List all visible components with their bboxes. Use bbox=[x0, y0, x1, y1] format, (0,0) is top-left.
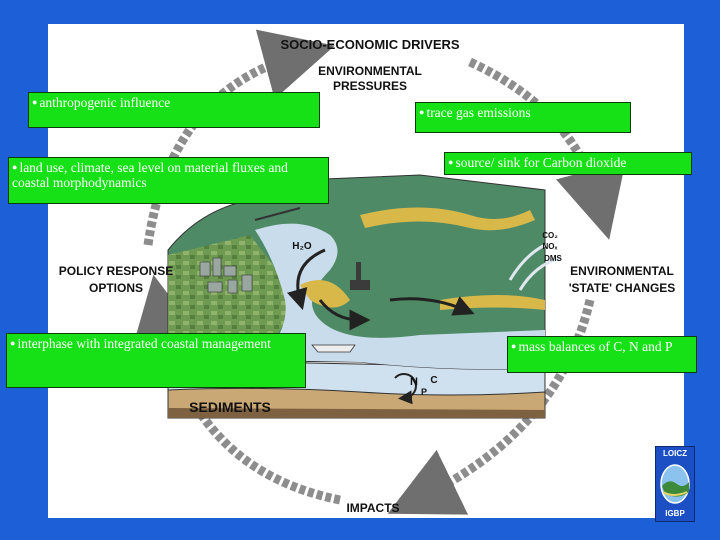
bullet: ● bbox=[12, 162, 18, 172]
bullet: ● bbox=[511, 341, 517, 351]
bullet: ● bbox=[10, 338, 16, 348]
box-trace-gas-text: trace gas emissions bbox=[426, 105, 531, 120]
label-dms: DMS bbox=[544, 254, 562, 263]
label-socio-economic-drivers: SOCIO-ECONOMIC DRIVERS bbox=[280, 37, 459, 52]
label-p: P bbox=[421, 387, 427, 397]
box-land-use-text: land use, climate, sea level on material… bbox=[12, 160, 288, 190]
factory bbox=[350, 262, 370, 290]
box-anthropogenic: ●anthropogenic influence bbox=[28, 92, 320, 128]
flow-arrow-3 bbox=[389, 296, 475, 316]
ship bbox=[311, 344, 356, 353]
label-n: N bbox=[410, 376, 418, 388]
landscape-block bbox=[167, 174, 561, 419]
box-interphase-text: interphase with integrated coastal manag… bbox=[17, 336, 271, 351]
label-state-changes-2: 'STATE' CHANGES bbox=[569, 281, 676, 295]
bullet: ● bbox=[448, 157, 454, 167]
label-nox: NOₓ bbox=[543, 242, 558, 251]
flow-arrow-2 bbox=[318, 299, 371, 331]
label-policy-response-2: OPTIONS bbox=[89, 281, 143, 295]
label-h2o: H₂O bbox=[292, 241, 312, 252]
gas-streak-1 bbox=[508, 243, 546, 281]
npc-cycle-arrow bbox=[394, 373, 417, 405]
label-sediments: SEDIMENTS bbox=[189, 399, 271, 415]
box-anthropogenic-text: anthropogenic influence bbox=[39, 95, 171, 110]
label-policy-response-1: POLICY RESPONSE bbox=[59, 264, 173, 278]
logo-bottom-text: IGBP bbox=[665, 509, 685, 518]
logo-emblem bbox=[660, 464, 690, 504]
box-mass-balances: ●mass balances of C, N and P bbox=[507, 336, 697, 373]
bridge bbox=[254, 207, 301, 221]
label-state-changes-1: ENVIRONMENTAL bbox=[570, 264, 674, 278]
gas-streak-2 bbox=[518, 256, 561, 291]
sand-bank-1 bbox=[360, 207, 535, 231]
box-trace-gas: ●trace gas emissions bbox=[415, 102, 631, 133]
sediment-dark bbox=[168, 408, 545, 418]
box-source-sink: ●source/ sink for Carbon dioxide bbox=[444, 152, 692, 175]
label-impacts: IMPACTS bbox=[346, 501, 399, 515]
bullet: ● bbox=[32, 97, 38, 107]
box-mass-balances-text: mass balances of C, N and P bbox=[518, 339, 673, 354]
box-land-use: ●land use, climate, sea level on materia… bbox=[8, 157, 329, 204]
bullet: ● bbox=[419, 107, 425, 117]
label-c: C bbox=[430, 375, 437, 386]
label-environmental-pressures-1: ENVIRONMENTAL bbox=[318, 64, 422, 78]
label-environmental-pressures-2: PRESSURES bbox=[333, 79, 407, 93]
box-interphase: ●interphase with integrated coastal mana… bbox=[6, 333, 306, 388]
flow-arrow-1 bbox=[287, 248, 326, 311]
city bbox=[199, 257, 253, 294]
box-source-sink-text: source/ sink for Carbon dioxide bbox=[455, 155, 627, 170]
logo-top-text: LOICZ bbox=[663, 449, 687, 458]
sand-bank-2 bbox=[300, 280, 350, 308]
label-co2: CO₂ bbox=[542, 231, 558, 240]
estuary-water bbox=[255, 223, 545, 370]
loicz-igbp-logo: LOICZ IGBP bbox=[655, 446, 695, 522]
